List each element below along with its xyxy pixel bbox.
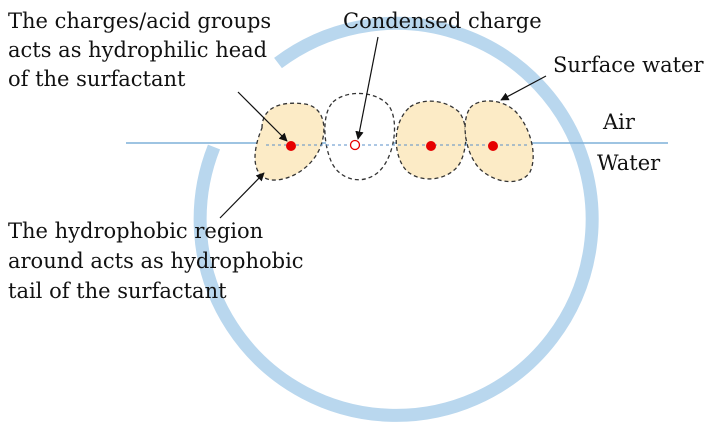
- tail-annotation-line-1: The hydrophobic region: [8, 219, 263, 243]
- air-label: Air: [602, 110, 636, 134]
- head-annotation-line-3: of the surfactant: [8, 67, 186, 91]
- charge-dot-4: [488, 141, 498, 151]
- charge-dot-1: [286, 141, 296, 151]
- condensed-charge-label: Condensed charge: [343, 9, 542, 33]
- tail-annotation-line-3: tail of the surfactant: [8, 279, 227, 303]
- condensed-charge-arrow: [355, 36, 379, 140]
- surface-water-label: Surface water: [553, 53, 704, 77]
- surface-water-ring: [193, 16, 599, 422]
- surface-water-arrow: [500, 75, 547, 101]
- condensed-charge-dot: [349, 139, 361, 151]
- tail-annotation-arrow: [219, 172, 265, 219]
- charge-dot-3: [426, 141, 436, 151]
- condensed-charge-blob: [324, 92, 396, 181]
- water-label: Water: [597, 151, 661, 175]
- hydrophobic-blob-3: [395, 100, 467, 180]
- hydrophobic-blob-4: [464, 100, 534, 183]
- head-annotation-line-1: The charges/acid groups: [8, 9, 271, 33]
- head-annotation-line-2: acts as hydrophilic head: [8, 38, 267, 62]
- tail-annotation-line-2: around acts as hydrophobic: [8, 249, 304, 273]
- head-annotation-arrow: [237, 91, 288, 142]
